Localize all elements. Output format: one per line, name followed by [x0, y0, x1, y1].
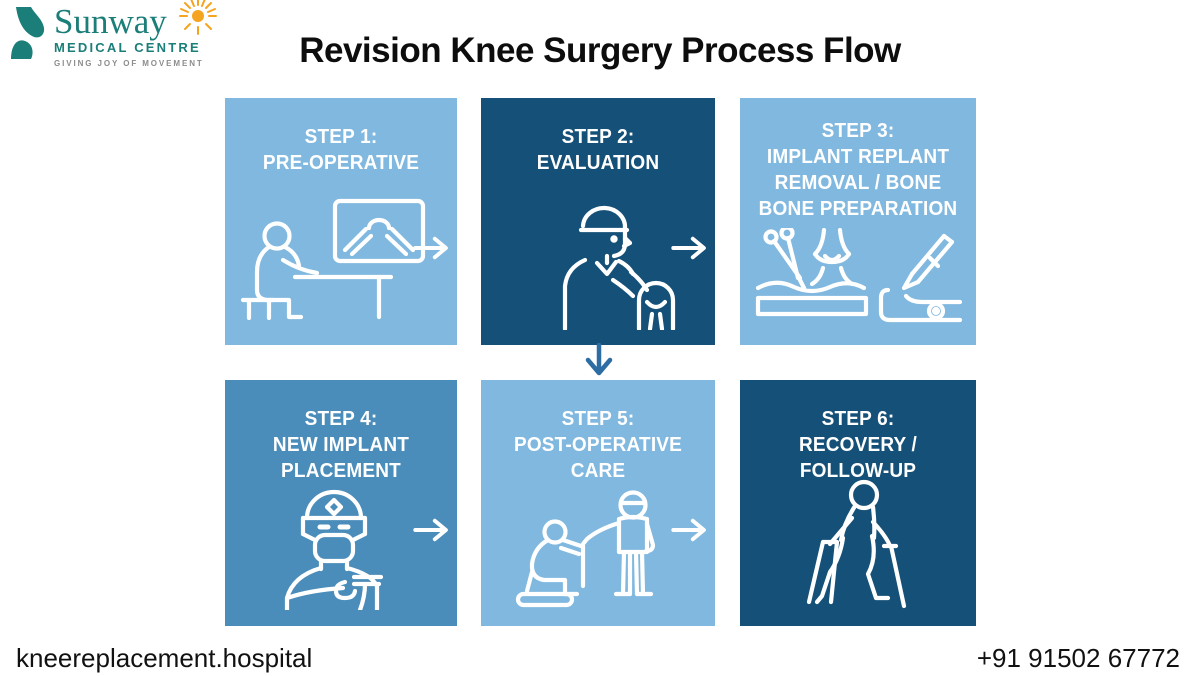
step-4-label: STEP 4: [304, 408, 378, 430]
surgical-tools-bone-icon [755, 228, 963, 323]
step-card-3: STEP 3: IMPLANT REPLANT REMOVAL / BONE B… [740, 98, 976, 345]
surgeon-knee-exam-icon [562, 205, 676, 330]
knee-joint-logo-icon [11, 7, 45, 59]
step-1-title: PRE-OPERATIVE [262, 152, 420, 174]
step-card-5: STEP 5: POST-OPERATIVE CARE [481, 380, 715, 626]
arrow-right-icon [671, 236, 706, 260]
step-6-label: STEP 6: [821, 408, 895, 430]
step-5-title: POST-OPERATIVE CARE [513, 434, 683, 482]
footer-phone: +91 91502 67772 [976, 643, 1180, 673]
step-5-heading: STEP 5: POST-OPERATIVE CARE [487, 380, 709, 484]
logo-tagline: GIVING JOY OF MOVEMENT [54, 59, 204, 68]
arrow-right-icon [671, 518, 706, 542]
step-card-6: STEP 6: RECOVERY / FOLLOW-UP [740, 380, 976, 626]
step-6-title: RECOVERY / FOLLOW-UP [798, 434, 918, 482]
arrow-down-icon [585, 343, 613, 376]
logo-name: Sunway [54, 2, 167, 41]
footer-website: kneereplacement.hospital [16, 643, 313, 673]
step-3-title: IMPLANT REPLANT REMOVAL / BONE BONE PREP… [758, 146, 958, 220]
step-2-label: STEP 2: [561, 126, 635, 148]
arrow-right-icon [413, 518, 448, 542]
step-4-heading: STEP 4: NEW IMPLANT PLACEMENT [231, 380, 451, 484]
patient-desk-xray-icon [240, 198, 426, 320]
step-1-label: STEP 1: [304, 126, 378, 148]
step-3-heading: STEP 3: IMPLANT REPLANT REMOVAL / BONE B… [746, 98, 970, 222]
sunburst-icon [178, 0, 217, 35]
step-2-title: EVALUATION [536, 152, 660, 174]
step-card-2: STEP 2: EVALUATION [481, 98, 715, 345]
step-2-heading: STEP 2: EVALUATION [487, 98, 709, 176]
step-1-heading: STEP 1: PRE-OPERATIVE [231, 98, 451, 176]
step-card-4: STEP 4: NEW IMPLANT PLACEMENT [225, 380, 457, 626]
sunway-logo: Sunway MEDICAL CENTRE GIVING JOY OF MOVE… [8, 0, 217, 68]
step-6-heading: STEP 6: RECOVERY / FOLLOW-UP [746, 380, 970, 484]
step-card-1: STEP 1: PRE-OPERATIVE [225, 98, 457, 345]
step-3-label: STEP 3: [821, 120, 895, 142]
masked-surgeon-implant-icon [284, 489, 384, 610]
walking-with-crutches-icon [806, 479, 907, 609]
physiotherapy-session-icon [515, 490, 656, 608]
step-5-label: STEP 5: [561, 408, 635, 430]
step-4-title: NEW IMPLANT PLACEMENT [272, 434, 410, 482]
page-title: Revision Knee Surgery Process Flow [299, 31, 901, 70]
arrow-right-icon [413, 236, 448, 260]
logo-subtitle: MEDICAL CENTRE [54, 40, 201, 55]
